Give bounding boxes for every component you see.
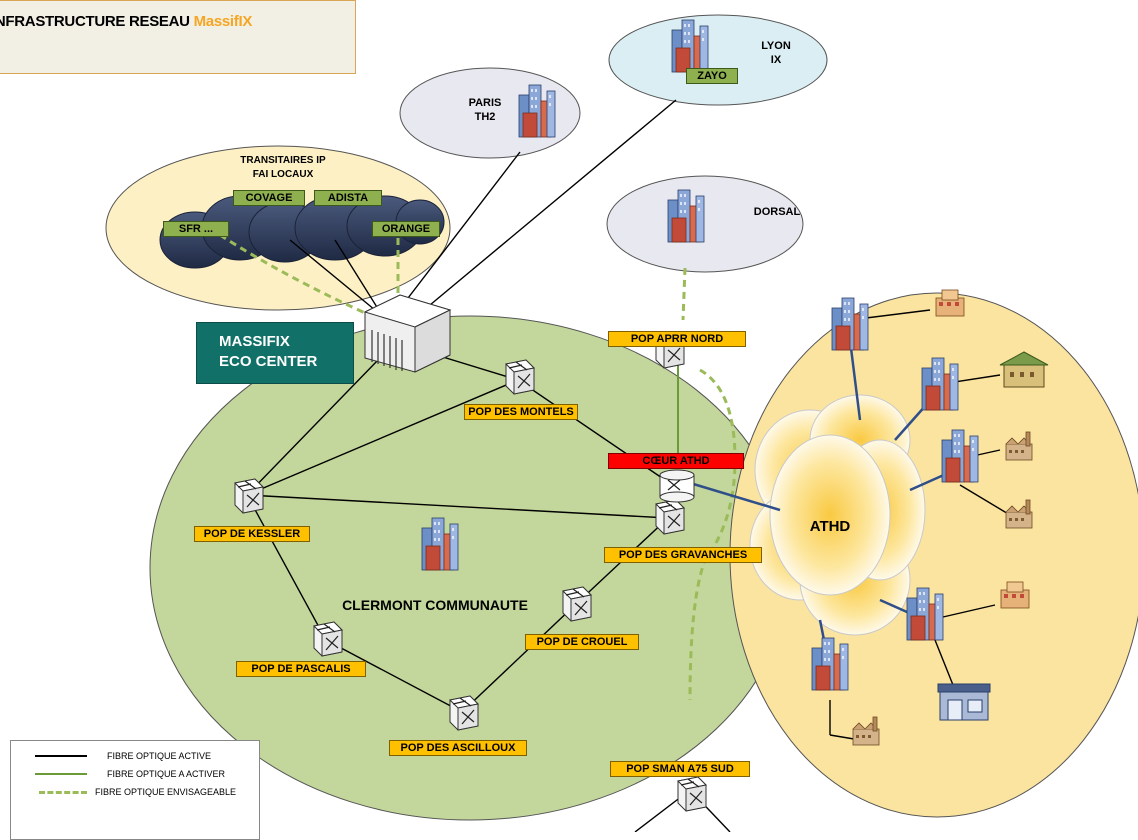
store-site-icon bbox=[937, 683, 991, 721]
clermont-label: CLERMONT COMMUNAUTE bbox=[342, 597, 528, 613]
operator-sfr: SFR ... bbox=[163, 221, 229, 237]
legend: FIBRE OPTIQUE ACTIVE FIBRE OPTIQUE A ACT… bbox=[10, 740, 260, 840]
eco-center-label: MASSIFIX ECO CENTER bbox=[196, 322, 354, 384]
pop-gravanches: POP DES GRAVANCHES bbox=[604, 547, 762, 563]
pop-crouel: POP DE CROUEL bbox=[525, 634, 639, 650]
pop-pascalis: POP DE PASCALIS bbox=[236, 661, 366, 677]
legend-to-activate: FIBRE OPTIQUE A ACTIVER bbox=[11, 767, 261, 781]
router-crouel-icon bbox=[562, 586, 592, 622]
pop-sman: POP SMAN A75 SUD bbox=[610, 761, 750, 777]
operator-orange: ORANGE bbox=[372, 221, 440, 237]
core-athd-label: CŒUR ATHD bbox=[608, 453, 744, 469]
legend-active: FIBRE OPTIQUE ACTIVE bbox=[11, 749, 261, 763]
router-ascilloux-icon bbox=[449, 695, 479, 731]
dorsal-label: DORSAL bbox=[753, 206, 801, 218]
router-kessler-icon bbox=[234, 478, 264, 514]
title-box: INFRASTRUCTURE RESEAU MassifIX bbox=[0, 0, 356, 74]
transit-title: TRANSITAIRES IP FAI LOCAUX bbox=[240, 155, 326, 180]
athd-building-icon bbox=[831, 297, 869, 351]
pop-ascilloux: POP DES ASCILLOUX bbox=[389, 740, 527, 756]
eco-center-server-icon bbox=[363, 294, 452, 373]
paris-label: PARIS TH2 bbox=[468, 97, 502, 123]
router-sman-icon bbox=[677, 776, 707, 812]
operator-adista: ADISTA bbox=[314, 190, 382, 206]
operator-zayo: ZAYO bbox=[686, 68, 738, 84]
lyon-label: LYON IX bbox=[761, 40, 791, 66]
router-gravanches-icon bbox=[655, 499, 685, 535]
pop-montels: POP DES MONTELS bbox=[464, 404, 578, 420]
diagram-title: INFRASTRUCTURE RESEAU MassifIX bbox=[0, 13, 253, 30]
pop-kessler: POP DE KESSLER bbox=[194, 526, 310, 542]
operator-covage: COVAGE bbox=[233, 190, 305, 206]
router-montels-icon bbox=[505, 359, 535, 395]
dorsal-zone bbox=[606, 175, 804, 273]
core-athd-icon bbox=[659, 469, 695, 503]
school-site-icon bbox=[999, 351, 1049, 388]
athd-cloud bbox=[749, 394, 926, 636]
pop-aprr-nord: POP APRR NORD bbox=[608, 331, 746, 347]
lyon-zone bbox=[608, 14, 828, 106]
legend-envisageable: FIBRE OPTIQUE ENVISAGEABLE bbox=[11, 785, 261, 799]
athd-label: ATHD bbox=[809, 518, 851, 535]
router-pascalis-icon bbox=[313, 621, 343, 657]
